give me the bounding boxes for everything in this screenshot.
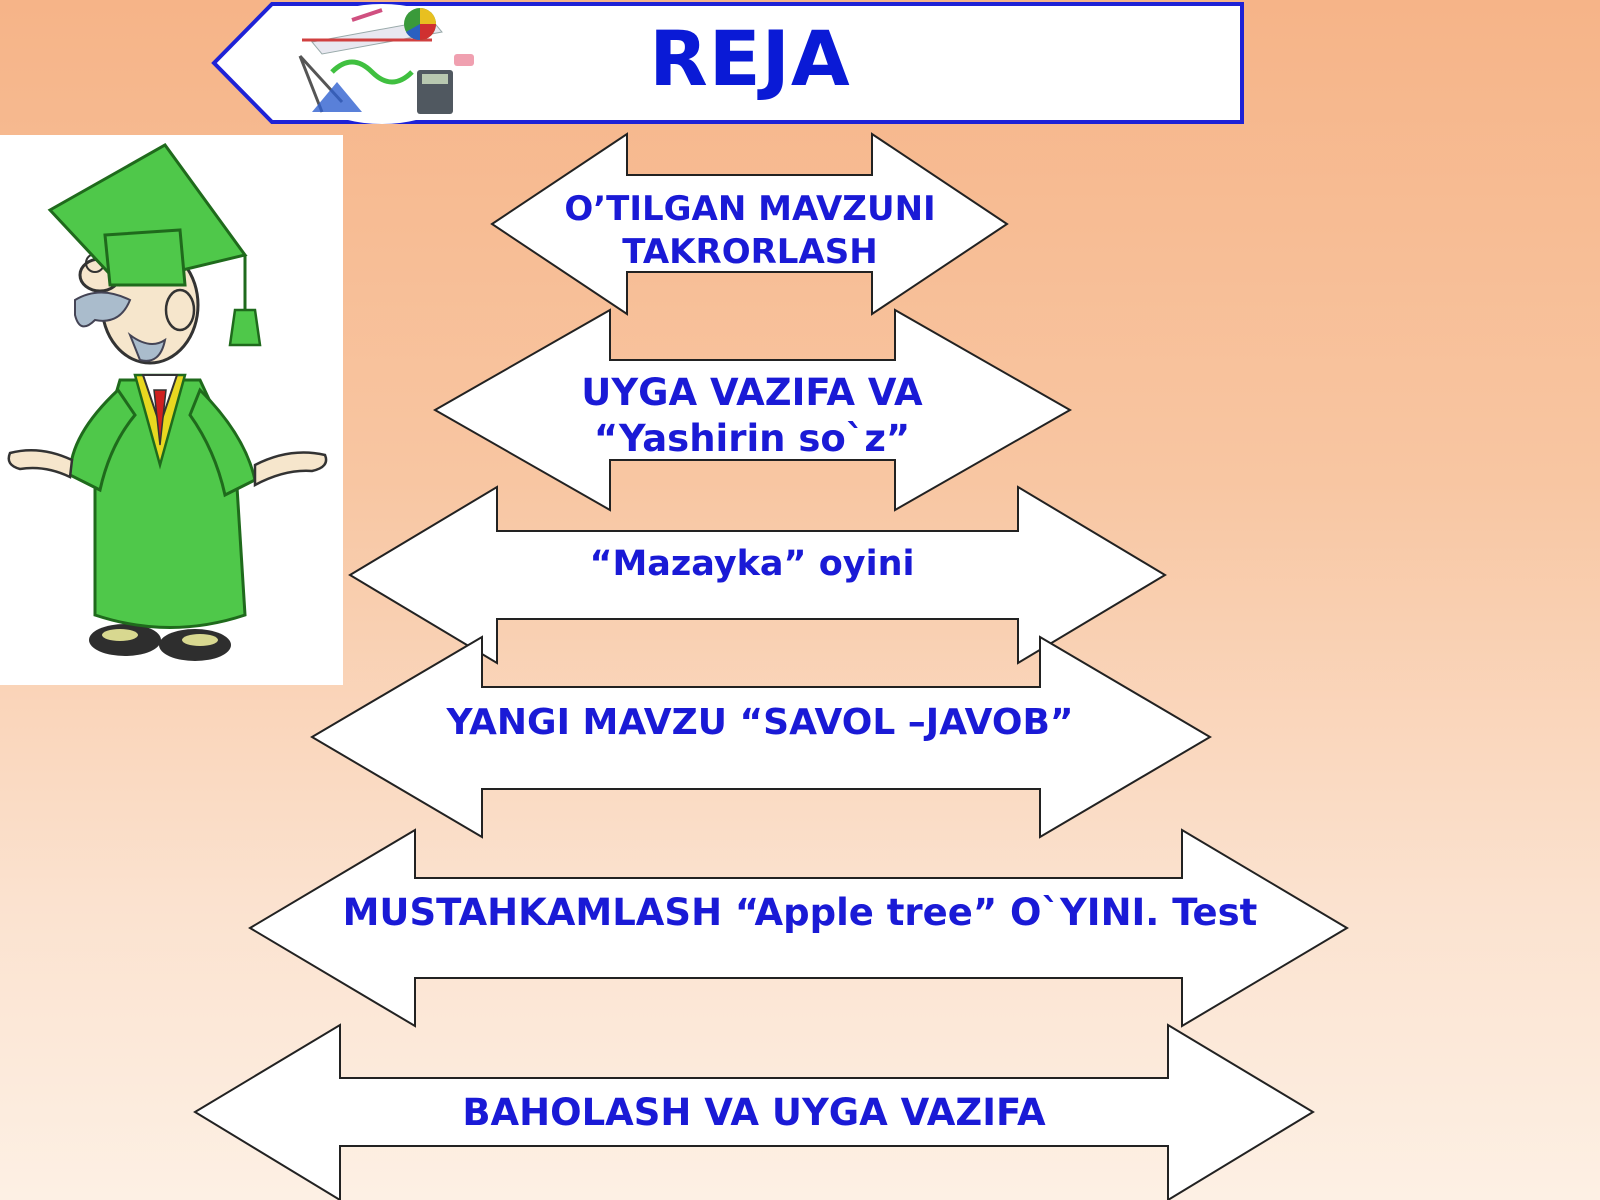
plan-item-6-line1: BAHOLASH VA UYGA VAZIFA	[462, 1091, 1046, 1134]
plan-item-1: O’TILGAN MAVZUNI TAKRORLASH	[550, 188, 950, 273]
plan-item-2-line1: UYGA VAZIFA VA	[581, 371, 923, 414]
plan-arrow-1	[490, 132, 1009, 316]
plan-item-6: BAHOLASH VA UYGA VAZIFA	[454, 1090, 1054, 1136]
plan-arrow-6	[193, 1023, 1315, 1200]
plan-item-1-line1: O’TILGAN MAVZUNI	[564, 189, 936, 229]
plan-item-1-line2: TAKRORLASH	[622, 231, 878, 272]
school-supplies-icon	[286, 4, 478, 124]
plan-arrow-5	[248, 828, 1349, 1028]
plan-item-2-line2: “Yashirin so`z”	[593, 417, 911, 461]
plan-item-3-line1: “Mazayka” oyini	[589, 544, 915, 584]
title-banner	[211, 2, 1244, 124]
plan-item-5: MUSTAHKAMLASH “Apple tree” O`YINI. Test	[330, 890, 1270, 936]
plan-arrow-4	[310, 635, 1212, 839]
plan-item-3: “Mazayka” oyini	[552, 543, 952, 587]
plan-item-5-line1: MUSTAHKAMLASH “Apple tree” O`YINI. Test	[342, 891, 1258, 934]
slide-title: REJA	[649, 14, 851, 103]
plan-item-4: YANGI MAVZU “SAVOL –JAVOB”	[410, 700, 1110, 745]
plan-arrow-2	[432, 308, 1073, 512]
plan-item-2: UYGA VAZIFA VA “Yashirin so`z”	[552, 370, 952, 463]
plan-arrow-3	[348, 485, 1167, 665]
plan-item-4-line1: YANGI MAVZU “SAVOL –JAVOB”	[446, 702, 1074, 743]
graduate-professor-icon	[0, 135, 343, 685]
